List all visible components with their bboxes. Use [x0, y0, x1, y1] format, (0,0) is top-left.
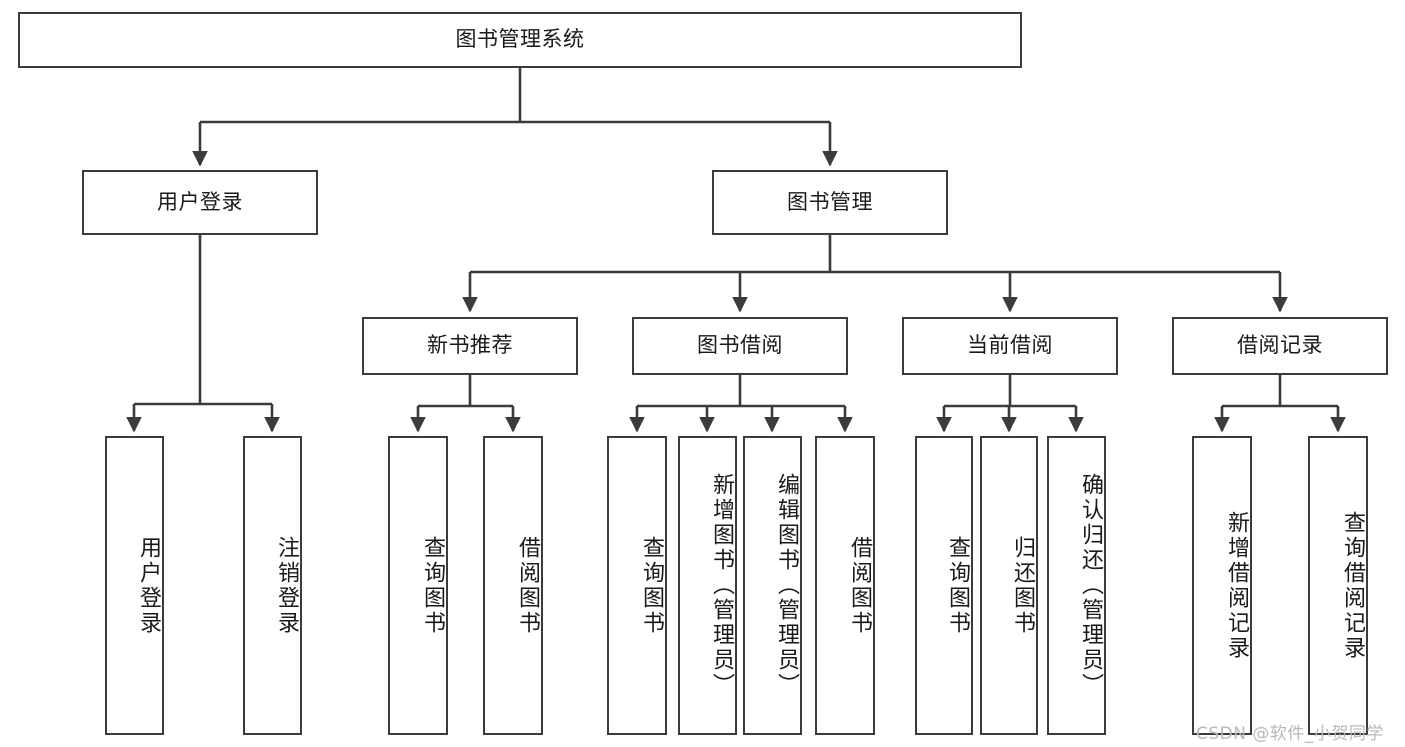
node-leaf-label: 用户登录 — [136, 535, 161, 636]
node-leaf-label: 确认归还（管理员） — [1078, 473, 1103, 698]
node-level2-0[interactable]: 新书推荐 — [362, 317, 578, 375]
node-leaf-1[interactable]: 注销登录 — [243, 436, 302, 735]
node-leaf-3[interactable]: 借阅图书 — [483, 436, 543, 735]
node-leaf-label: 归还图书 — [1010, 535, 1035, 636]
node-leaf-6[interactable]: 编辑图书（管理员） — [743, 436, 802, 735]
node-leaf-label: 查询图书 — [639, 535, 664, 636]
node-leaf-9[interactable]: 归还图书 — [980, 436, 1038, 735]
node-leaf-label: 借阅图书 — [847, 535, 872, 636]
node-leaf-4[interactable]: 查询图书 — [607, 436, 667, 735]
node-leaf-0[interactable]: 用户登录 — [105, 436, 164, 735]
node-root[interactable]: 图书管理系统 — [18, 12, 1022, 68]
node-level1-0[interactable]: 用户登录 — [82, 170, 318, 235]
node-leaf-label: 查询借阅记录 — [1340, 510, 1365, 661]
node-leaf-12[interactable]: 查询借阅记录 — [1308, 436, 1368, 735]
node-leaf-label: 借阅图书 — [515, 535, 540, 636]
node-level1-1[interactable]: 图书管理 — [712, 170, 948, 235]
node-leaf-11[interactable]: 新增借阅记录 — [1192, 436, 1252, 735]
node-leaf-10[interactable]: 确认归还（管理员） — [1047, 436, 1106, 735]
node-leaf-label: 注销登录 — [274, 535, 299, 636]
node-leaf-label: 新增图书（管理员） — [709, 473, 734, 698]
node-leaf-label: 编辑图书（管理员） — [774, 473, 799, 698]
node-level2-2[interactable]: 当前借阅 — [902, 317, 1118, 375]
node-level2-3[interactable]: 借阅记录 — [1172, 317, 1388, 375]
node-leaf-2[interactable]: 查询图书 — [388, 436, 448, 735]
node-leaf-8[interactable]: 查询图书 — [915, 436, 973, 735]
node-leaf-label: 查询图书 — [420, 535, 445, 636]
node-level2-1[interactable]: 图书借阅 — [632, 317, 848, 375]
node-leaf-7[interactable]: 借阅图书 — [815, 436, 875, 735]
node-leaf-label: 新增借阅记录 — [1224, 510, 1249, 661]
watermark-text: CSDN @软件_小贺同学 — [1196, 724, 1384, 744]
node-leaf-5[interactable]: 新增图书（管理员） — [678, 436, 737, 735]
node-leaf-label: 查询图书 — [945, 535, 970, 636]
